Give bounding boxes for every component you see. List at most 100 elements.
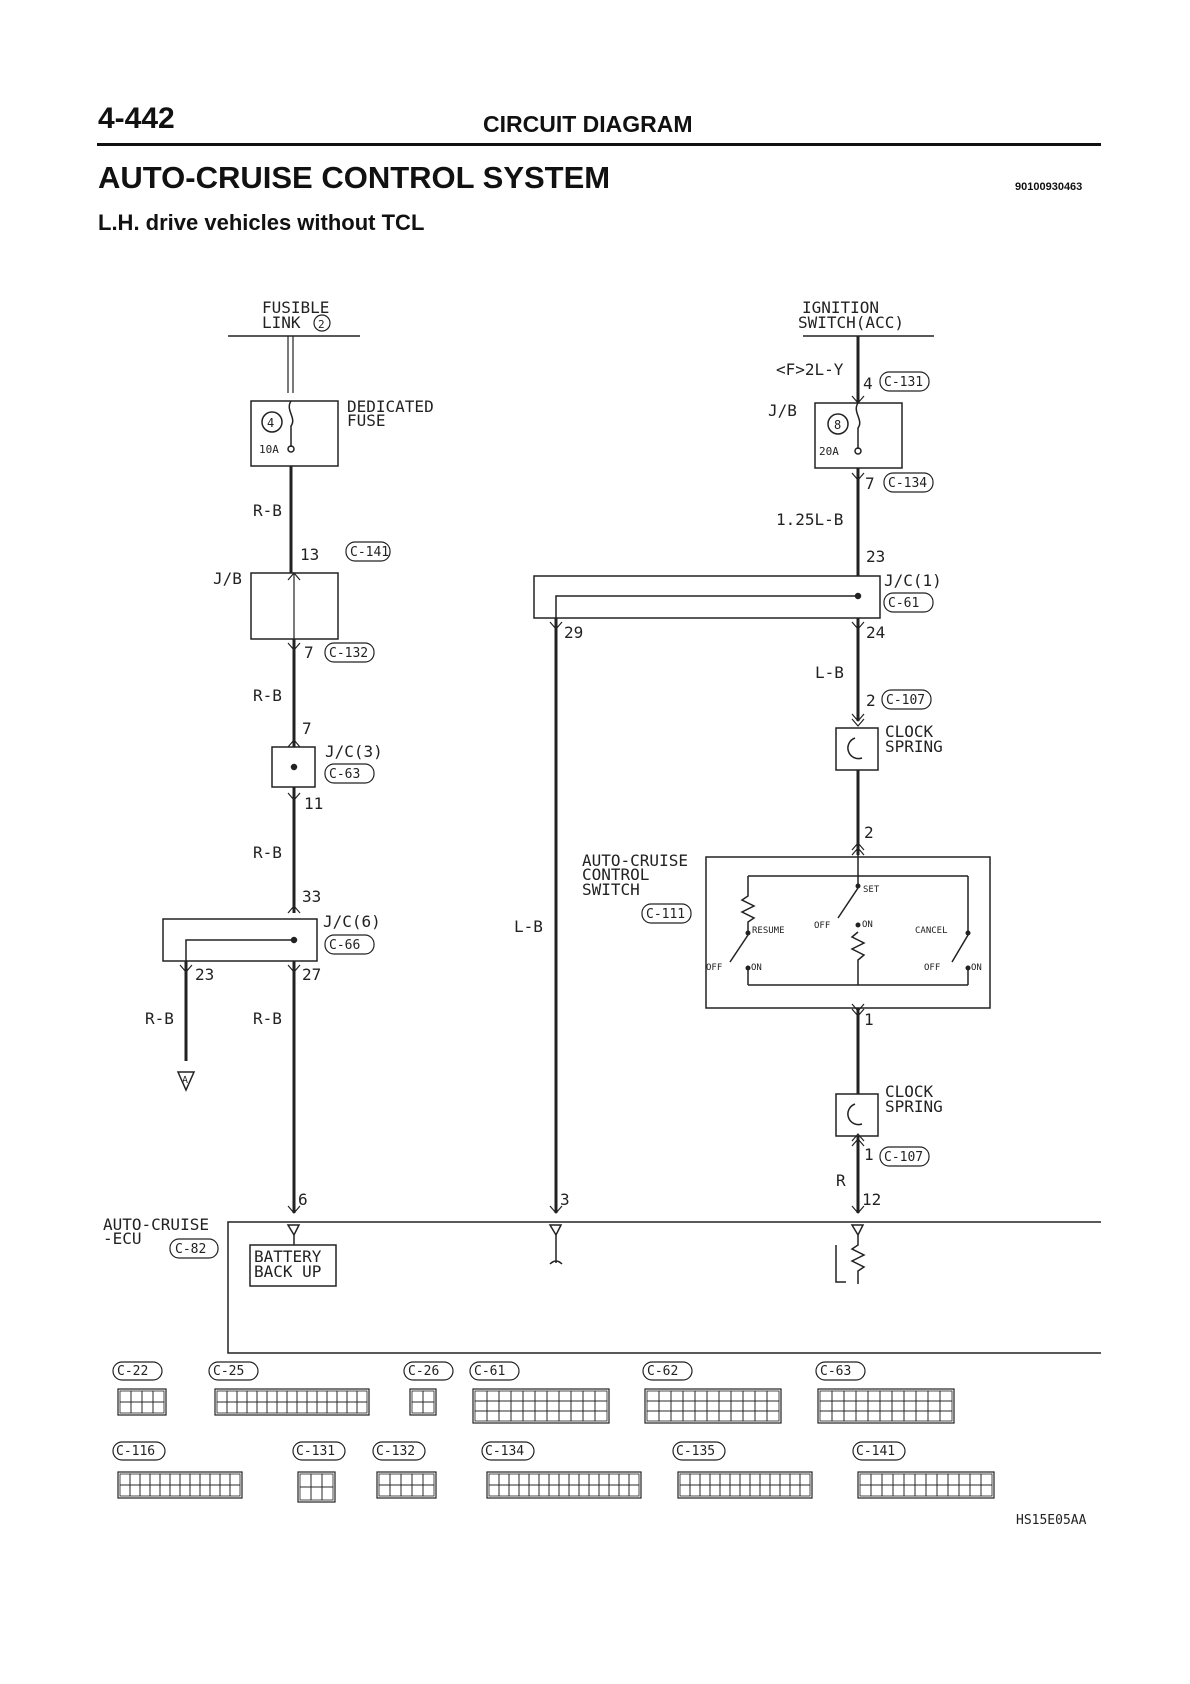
pin-arrow-29 <box>549 621 563 630</box>
ecu-terminal-12 <box>850 1224 865 1237</box>
pin-arrow-1b <box>851 1133 865 1147</box>
section-title: CIRCUIT DIAGRAM <box>483 111 693 137</box>
dedicated-fuse-box <box>250 400 339 467</box>
ecu-label-1: AUTO-CRUISE <box>103 1215 209 1234</box>
chart-label-c63: C-63 <box>820 1364 851 1379</box>
pill-c61 <box>883 592 934 613</box>
chart-pill-c134 <box>481 1441 535 1461</box>
connector-face-c135 <box>677 1471 813 1499</box>
pin-label-1b: 1 <box>864 1145 874 1164</box>
fusible-link-label-1: FUSIBLE <box>262 298 329 317</box>
wire-label-r-b-4: R-B <box>145 1009 174 1028</box>
connector-face-c26 <box>409 1388 437 1416</box>
ecu-terminal-3 <box>548 1224 563 1237</box>
chart-pill-c132 <box>372 1441 426 1461</box>
pin-arrow-24 <box>851 621 865 630</box>
ecu-box <box>227 1221 1101 1354</box>
conn-label-c111: C-111 <box>646 907 685 922</box>
connector-face-c62 <box>644 1388 782 1424</box>
clock-spring-1-label-1: CLOCK <box>885 722 934 741</box>
ecu-terminal-6 <box>286 1224 301 1237</box>
fuse-symbol-right <box>855 402 861 449</box>
chart-label-c61: C-61 <box>474 1364 505 1379</box>
pill-c111 <box>641 903 692 924</box>
fuse-number-circle-left <box>261 411 283 433</box>
pin-label-6: 6 <box>298 1190 308 1209</box>
ignition-label-2: SWITCH(ACC) <box>798 313 904 332</box>
cruise-switch-box <box>705 856 991 1009</box>
switch-label-2: CONTROL <box>582 865 649 884</box>
pill-c63 <box>324 763 375 784</box>
chart-label-c134: C-134 <box>485 1444 524 1459</box>
chart-pill-c25 <box>208 1361 259 1381</box>
chart-pill-c61 <box>469 1361 520 1381</box>
connector-face-c63 <box>817 1388 955 1424</box>
arrow-a-label: A <box>182 1075 188 1086</box>
chart-label-c62: C-62 <box>647 1364 678 1379</box>
jc1-internal <box>555 595 858 618</box>
conn-label-c66: C-66 <box>329 938 360 953</box>
jc3-label: J/C(3) <box>325 742 383 761</box>
chart-pill-c131 <box>292 1441 346 1461</box>
fuse-terminal-left <box>287 445 295 453</box>
pin-label-29: 29 <box>564 623 583 642</box>
clock-spring-2 <box>835 1093 879 1137</box>
switch-label-1: AUTO-CRUISE <box>582 851 688 870</box>
set-resistor <box>850 931 866 985</box>
connector-face-c134 <box>486 1471 642 1499</box>
wire-label-r-b-1: R-B <box>253 501 282 520</box>
fuse-terminal-right <box>854 447 862 455</box>
pin-label-33: 33 <box>302 887 321 906</box>
pin-arrow-27 <box>287 964 301 973</box>
pin-label-2a: 2 <box>866 691 876 710</box>
connector-faces <box>117 1388 995 1503</box>
chart-label-c141: C-141 <box>856 1444 895 1459</box>
switch-on-right-label: ON <box>971 963 982 973</box>
pin-label-24: 24 <box>866 623 885 642</box>
conn-label-c131: C-131 <box>884 375 923 390</box>
pin-arrow-2b <box>851 842 865 856</box>
pin-label-7b: 7 <box>302 719 312 738</box>
jc6-label: J/C(6) <box>323 912 381 931</box>
ignition-label-1: IGNITION <box>802 298 879 317</box>
cancel-switch-contact <box>951 876 969 963</box>
pill-c82 <box>169 1238 219 1259</box>
pin-label-1a: 1 <box>864 1010 874 1029</box>
arrow-a-marker <box>176 1071 196 1092</box>
clock-spring-2-label-1: CLOCK <box>885 1082 934 1101</box>
pin-arrow-7a <box>287 642 301 651</box>
connector-face-c22 <box>117 1388 167 1416</box>
conn-label-c141: C-141 <box>350 545 389 560</box>
pin-label-2b: 2 <box>864 823 874 842</box>
pin-arrow-1a <box>851 1003 865 1017</box>
connector-face-c116 <box>117 1471 243 1499</box>
switch-on-mid-label: ON <box>862 920 873 930</box>
clock-spring-2-symbol <box>847 1103 863 1126</box>
conn-label-c61: C-61 <box>888 596 919 611</box>
pin-arrow-7r <box>851 472 865 481</box>
pin-arrow-23 <box>179 964 193 973</box>
wire-label-r-b-3: R-B <box>253 843 282 862</box>
clock-spring-2-label-2: SPRING <box>885 1097 943 1116</box>
switch-dot-resume <box>745 930 751 936</box>
pin-label-7-right: 7 <box>865 474 875 493</box>
clock-spring-1-label-2: SPRING <box>885 737 943 756</box>
switch-off-mid-label: OFF <box>814 921 830 931</box>
chart-label-c131: C-131 <box>296 1444 335 1459</box>
figure-code: HS15E05AA <box>1016 1513 1087 1528</box>
system-title: AUTO-CRUISE CONTROL SYSTEM <box>98 160 611 195</box>
switch-cancel-label: CANCEL <box>915 926 948 936</box>
pill-c107b <box>879 1146 930 1167</box>
pin-label-27: 27 <box>302 965 321 984</box>
switch-set-label: SET <box>863 885 880 895</box>
clock-spring-1-symbol <box>847 737 863 760</box>
fuse-number-right: 8 <box>834 418 841 432</box>
ecu-label-2: -ECU <box>103 1229 142 1248</box>
connector-face-c131 <box>297 1471 336 1503</box>
chart-pill-c135 <box>672 1441 726 1461</box>
pin-label-7a: 7 <box>304 643 314 662</box>
pin-arrow-11 <box>287 792 301 801</box>
chart-pill-c116 <box>112 1441 166 1461</box>
pill-c134 <box>883 472 934 493</box>
